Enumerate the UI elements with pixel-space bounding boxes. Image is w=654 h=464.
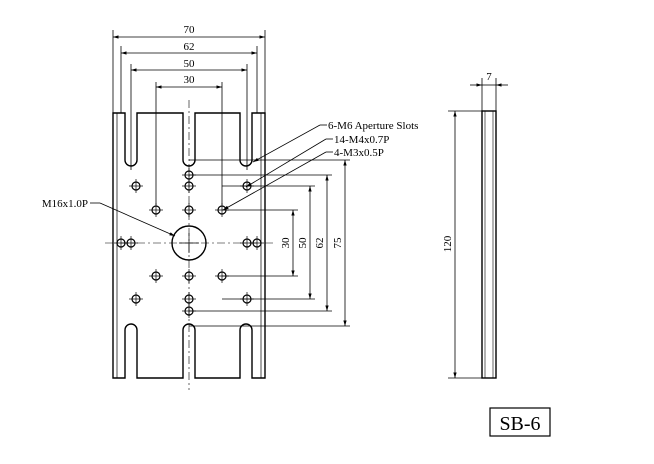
dim-top-70: 70 xyxy=(184,24,196,36)
mounting-hole xyxy=(149,203,163,217)
dim-right-62: 62 xyxy=(314,238,326,249)
mounting-hole xyxy=(182,179,196,193)
mounting-hole xyxy=(182,203,196,217)
callout-m3-holes: 4-M3x0.5P xyxy=(334,147,384,159)
mounting-hole xyxy=(124,236,138,250)
center-lines xyxy=(105,100,275,390)
callout-m4-holes: 14-M4x0.7P xyxy=(334,134,389,146)
right-dimensions xyxy=(189,159,350,327)
callout-leaders xyxy=(90,124,333,237)
mounting-hole xyxy=(250,236,264,250)
side-view-outline xyxy=(481,110,497,379)
title-box xyxy=(489,407,551,437)
mounting-hole xyxy=(149,269,163,283)
callout-center-hole: M16x1.0P xyxy=(42,198,88,210)
dim-right-30: 30 xyxy=(280,237,292,249)
dim-side-thickness: 7 xyxy=(486,71,492,83)
title-label: SB-6 xyxy=(499,413,540,435)
dim-top-62: 62 xyxy=(184,41,195,53)
dim-right-75: 75 xyxy=(332,237,344,249)
callout-slots: 6-M6 Aperture Slots xyxy=(328,120,418,132)
dim-top-30: 30 xyxy=(184,74,196,86)
center-hole xyxy=(171,225,207,261)
top-dimensions xyxy=(112,30,266,205)
dim-right-50: 50 xyxy=(297,237,309,249)
mounting-hole xyxy=(129,292,143,306)
mounting-hole xyxy=(182,269,196,283)
mounting-hole xyxy=(129,179,143,193)
dim-top-50: 50 xyxy=(184,58,196,70)
side-view xyxy=(448,78,508,379)
dim-side-length: 120 xyxy=(442,235,454,252)
plate-outline xyxy=(112,112,266,379)
mounting-hole xyxy=(182,292,196,306)
